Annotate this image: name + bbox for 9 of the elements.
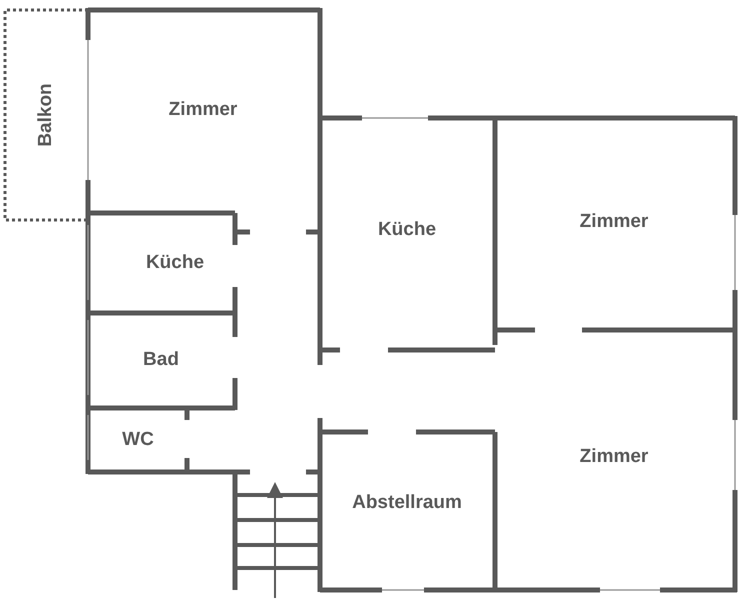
room-label: Zimmer (168, 99, 238, 121)
room-label: Bad (143, 349, 179, 371)
room-label: Zimmer (580, 211, 648, 233)
room-label: Zimmer (580, 446, 648, 468)
room-label: Balkon (35, 83, 57, 147)
room-label: Abstellraum (352, 492, 462, 514)
room-label: WC (122, 429, 154, 451)
room-label: Küche (378, 219, 436, 241)
room-label: Küche (146, 252, 204, 274)
